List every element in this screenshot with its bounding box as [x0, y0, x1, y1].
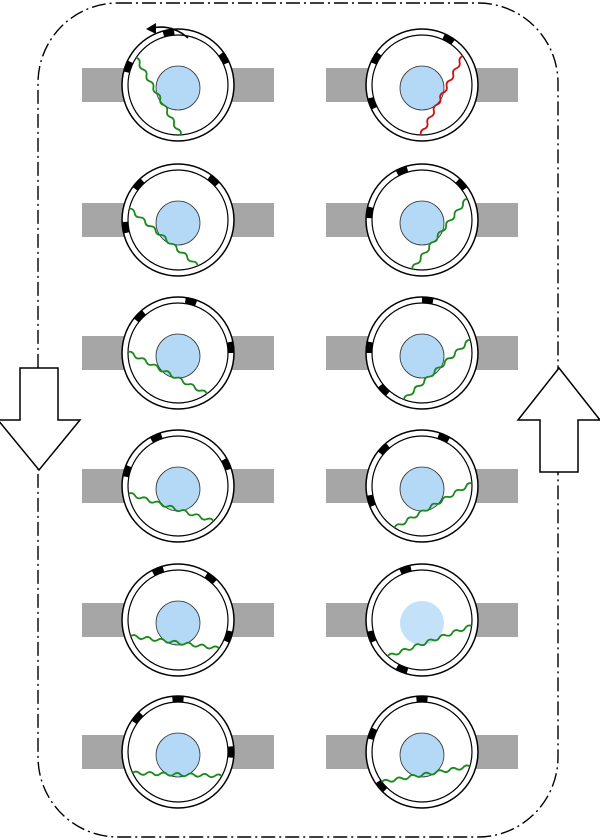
ring-marker — [370, 52, 382, 65]
ring-marker — [132, 178, 145, 191]
core-circle — [399, 333, 445, 379]
core-circle — [155, 466, 201, 512]
strand-line — [127, 350, 208, 395]
stage-unit — [326, 28, 518, 142]
core-circle — [399, 65, 445, 111]
block-arrow-down-icon — [0, 367, 82, 472]
ring-marker — [226, 341, 234, 354]
strand-line — [419, 55, 464, 136]
strand-line — [403, 338, 471, 400]
strand-line — [386, 624, 473, 657]
ring-marker — [375, 779, 388, 793]
rotation-direction-icon — [146, 23, 189, 39]
stage-unit — [82, 163, 274, 277]
core-circle — [399, 732, 445, 778]
strand-line — [130, 634, 220, 650]
strand-line — [132, 770, 223, 779]
strand-line — [381, 764, 471, 783]
ring-marker — [399, 565, 412, 575]
ring-marker — [455, 178, 468, 191]
stage-unit — [82, 296, 274, 410]
strand-line — [135, 56, 182, 136]
block-arrow-up-icon — [516, 366, 600, 473]
ring-marker — [150, 432, 163, 443]
ring-marker — [366, 206, 374, 219]
ring-marker — [184, 297, 198, 307]
ring-marker — [151, 566, 165, 576]
stage-unit — [326, 429, 518, 543]
stage-grid — [82, 28, 518, 809]
ring-marker — [123, 60, 134, 73]
core-circle — [155, 600, 201, 646]
stage-unit — [326, 695, 518, 809]
ring-marker — [133, 310, 146, 323]
ring-marker — [395, 166, 409, 176]
stage-unit — [82, 695, 274, 809]
ring-marker — [122, 465, 132, 478]
stage-unit — [82, 429, 274, 543]
ring-marker — [122, 221, 130, 234]
ring-marker — [442, 33, 455, 45]
strand-line — [129, 207, 199, 267]
ring-marker — [367, 97, 378, 110]
ring-marker — [218, 52, 230, 65]
core-circle — [399, 200, 445, 246]
ring-marker — [437, 432, 450, 443]
ring-marker — [367, 727, 378, 740]
ring-marker — [366, 494, 376, 507]
core-circle — [155, 732, 201, 778]
ring-marker — [221, 458, 232, 471]
ring-marker — [377, 383, 390, 396]
ring-marker — [223, 630, 233, 643]
core-circle — [155, 200, 201, 246]
stage-unit — [326, 163, 518, 277]
ring-marker — [395, 664, 409, 674]
stage-unit — [326, 296, 518, 410]
ring-marker — [131, 711, 144, 725]
stage-unit — [326, 563, 518, 677]
stage-unit — [82, 563, 274, 677]
ring-marker — [366, 341, 374, 354]
ring-marker — [204, 572, 217, 585]
ring-marker — [367, 630, 377, 643]
strand-line — [411, 197, 468, 270]
strand-line — [393, 482, 473, 529]
cycle-frame — [37, 2, 559, 838]
core-circle — [400, 601, 444, 645]
ring-marker — [421, 297, 434, 305]
ring-marker — [162, 29, 175, 37]
ring-marker — [207, 174, 220, 187]
stage-unit — [82, 28, 274, 142]
core-circle — [155, 65, 201, 111]
strand-line — [128, 492, 215, 522]
ring-marker — [377, 443, 390, 456]
